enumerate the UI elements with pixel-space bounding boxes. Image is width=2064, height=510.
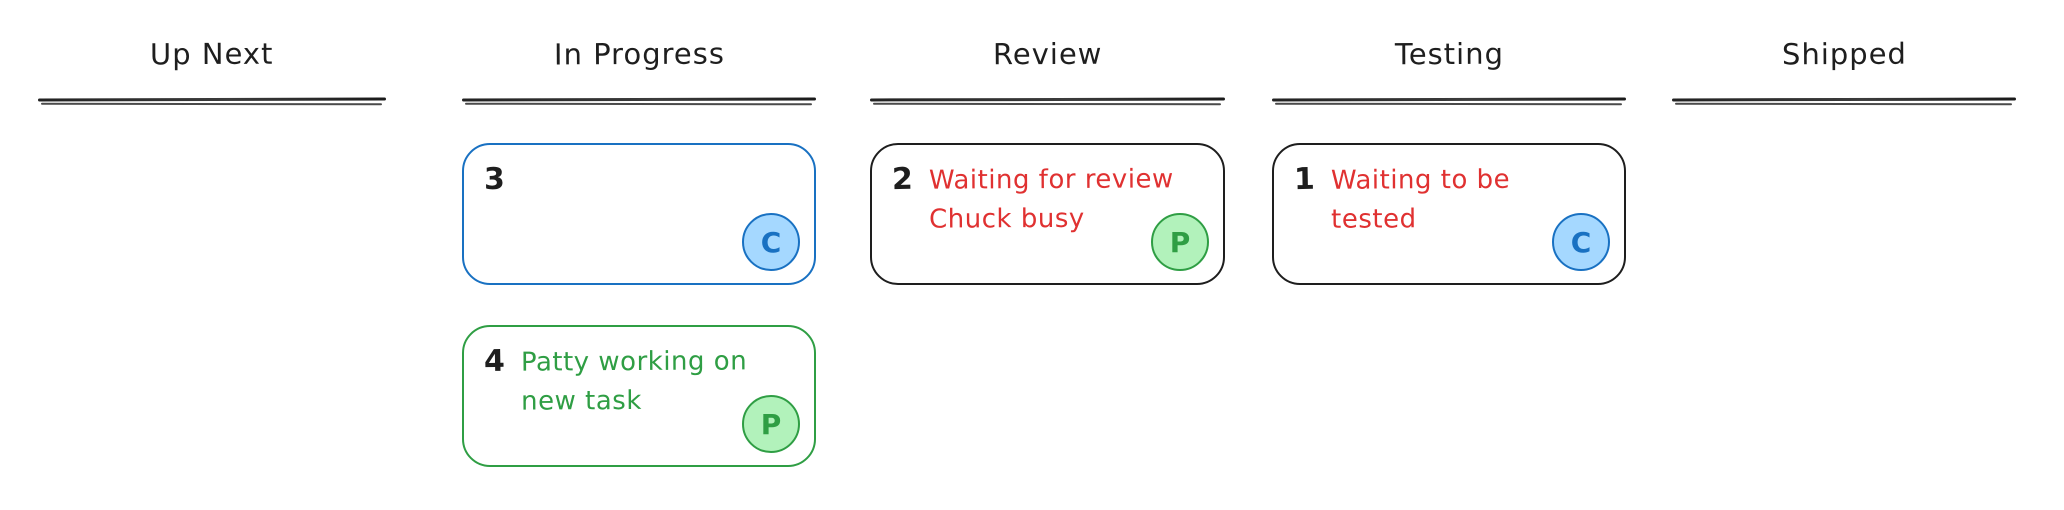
column-underline-testing [1272,98,1626,105]
column-testing: Testing 1 Waiting to be tested C [1272,0,1626,285]
card-3-number: 3 [483,161,506,198]
avatar-patty[interactable]: P [1151,213,1209,271]
card-2-text-line-2: Chuck busy [928,203,1085,235]
column-cards-in-progress: 3 C 4 Patty working on new task P [462,143,816,467]
column-underline-up-next [38,98,386,105]
card-2[interactable]: 2 Waiting for review Chuck busy P [870,143,1225,285]
card-2-text-line-1: Waiting for review [928,164,1174,196]
avatar-patty-initial: P [1169,225,1191,259]
card-1[interactable]: 1 Waiting to be tested C [1272,143,1626,285]
column-cards-review: 2 Waiting for review Chuck busy P [870,143,1225,285]
card-2-number: 2 [891,161,914,198]
column-underline-shipped [1672,98,2016,105]
avatar-chuck[interactable]: C [1552,213,1610,271]
card-3-body: 3 [484,161,794,199]
card-3[interactable]: 3 C [462,143,816,285]
column-title-shipped: Shipped [1781,36,1907,72]
column-in-progress: In Progress 3 C 4 Patty working on new t… [462,0,816,467]
column-shipped: Shipped [1672,0,2016,143]
avatar-patty[interactable]: P [742,395,800,453]
column-title-review: Review [992,36,1103,72]
column-underline-review [870,98,1225,105]
card-2-text: Waiting for review Chuck busy [929,160,1174,239]
column-up-next: Up Next [38,0,386,143]
card-4-number: 4 [483,343,506,380]
column-title-testing: Testing [1394,36,1504,72]
column-cards-testing: 1 Waiting to be tested C [1272,143,1626,285]
column-underline-in-progress [462,98,816,105]
column-title-up-next: Up Next [150,36,274,72]
card-1-number: 1 [1293,161,1316,198]
card-4-text: Patty working on new task [521,342,748,421]
avatar-chuck-initial: C [760,225,782,259]
card-4-text-line-2: new task [520,385,642,417]
card-4-text-line-1: Patty working on [520,346,748,378]
avatar-chuck-initial: C [1570,225,1592,259]
avatar-patty-initial: P [760,407,782,441]
card-4[interactable]: 4 Patty working on new task P [462,325,816,467]
column-title-in-progress: In Progress [553,36,725,72]
avatar-chuck[interactable]: C [742,213,800,271]
column-review: Review 2 Waiting for review Chuck busy P [870,0,1225,285]
